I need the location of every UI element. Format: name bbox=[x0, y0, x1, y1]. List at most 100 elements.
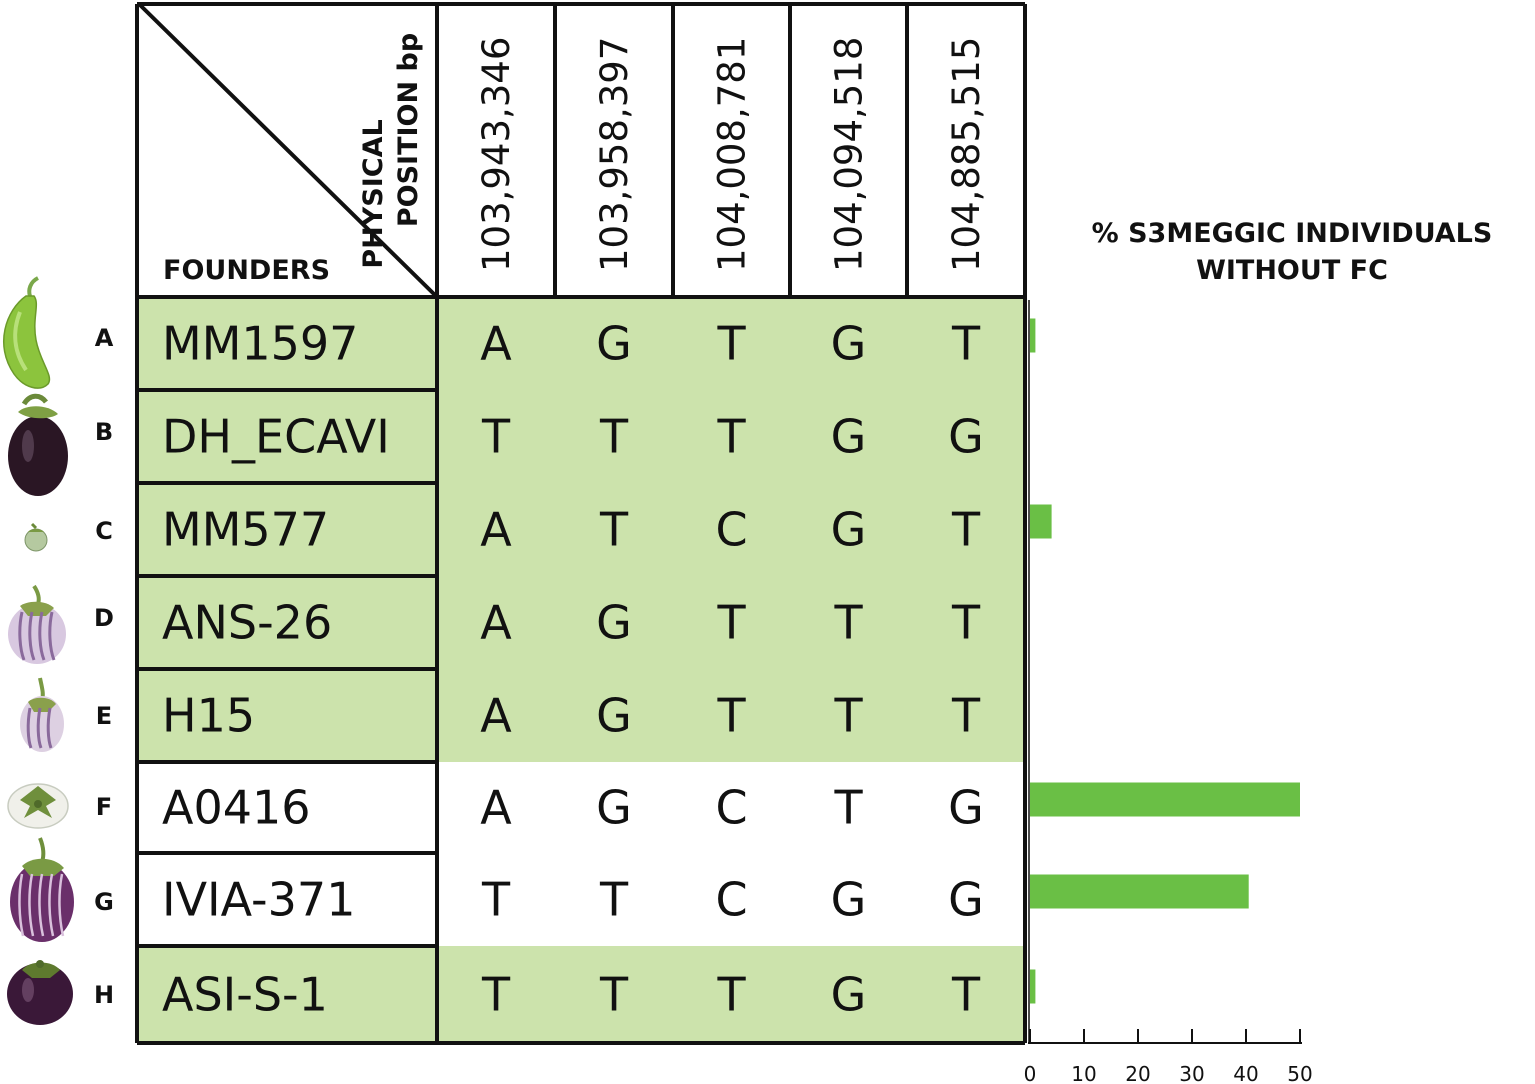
x-tick-label: 40 bbox=[1233, 1062, 1258, 1084]
allele-cell: G bbox=[948, 410, 984, 464]
founder-name: DH_ECAVI bbox=[162, 410, 390, 464]
allele-cell: G bbox=[948, 781, 984, 835]
bar-C bbox=[1030, 504, 1052, 539]
position-header: 104,885,515 bbox=[945, 37, 988, 272]
round-purple-eggplant-icon bbox=[7, 960, 73, 1025]
corner-diagonal bbox=[137, 2, 439, 299]
white-flat-eggplant-icon bbox=[7, 783, 69, 829]
striped-oval-eggplant-icon bbox=[20, 677, 64, 752]
allele-cell: T bbox=[716, 317, 746, 371]
allele-cell: C bbox=[715, 503, 747, 557]
founder-letter: C bbox=[95, 517, 113, 545]
founder-row-E: E H15 A G T T T bbox=[20, 677, 981, 752]
founder-name: MM577 bbox=[162, 503, 329, 557]
striped-purple-eggplant-icon bbox=[10, 837, 74, 942]
founder-letter: B bbox=[95, 418, 113, 446]
bar-H bbox=[1030, 969, 1036, 1004]
founder-name: H15 bbox=[162, 689, 255, 743]
founder-name: MM1597 bbox=[162, 317, 358, 371]
table-grid bbox=[135, 2, 1027, 1045]
allele-cell: G bbox=[831, 873, 867, 927]
chart-title-line1: % S3MEGGIC INDIVIDUALS bbox=[1092, 218, 1493, 249]
green-elongated-eggplant-icon bbox=[3, 276, 51, 389]
allele-cell: G bbox=[948, 873, 984, 927]
x-tick-label: 30 bbox=[1179, 1062, 1204, 1084]
allele-cell: T bbox=[599, 968, 629, 1022]
founder-row-G: G IVIA-371 T T C G G bbox=[10, 837, 984, 942]
dark-purple-eggplant-icon bbox=[8, 393, 68, 496]
x-tick-label: 0 bbox=[1024, 1062, 1037, 1084]
corner-header: PHYSICAL POSITION bp FOUNDERS bbox=[137, 2, 439, 299]
allele-cell: G bbox=[596, 596, 632, 650]
row-highlight-E bbox=[137, 669, 1025, 762]
allele-cell: G bbox=[831, 968, 867, 1022]
allele-cell: T bbox=[481, 873, 511, 927]
allele-cell: G bbox=[831, 317, 867, 371]
allele-cell: A bbox=[480, 596, 512, 650]
allele-cell: T bbox=[951, 968, 981, 1022]
row-highlight-H bbox=[137, 946, 1025, 1043]
founder-letter: H bbox=[94, 981, 114, 1009]
allele-cell: T bbox=[951, 689, 981, 743]
allele-cell: T bbox=[481, 410, 511, 464]
allele-cell: A bbox=[480, 781, 512, 835]
position-header: 104,008,781 bbox=[711, 37, 754, 272]
striped-round-eggplant-icon bbox=[8, 584, 66, 664]
chart-title-line2: WITHOUT FC bbox=[1196, 255, 1388, 286]
x-tick-label: 20 bbox=[1125, 1062, 1150, 1084]
row-highlight-A bbox=[137, 297, 1025, 390]
allele-cell: T bbox=[716, 968, 746, 1022]
founder-letter: E bbox=[96, 702, 112, 730]
founder-name: A0416 bbox=[162, 781, 311, 835]
allele-cell: G bbox=[596, 317, 632, 371]
allele-cell: A bbox=[480, 503, 512, 557]
row-highlight-B bbox=[137, 390, 1025, 483]
row-highlight-C bbox=[137, 483, 1025, 576]
allele-cell: T bbox=[951, 503, 981, 557]
small-green-fruit-icon bbox=[24, 522, 48, 552]
founder-letter: D bbox=[94, 604, 114, 632]
allele-cell: T bbox=[951, 317, 981, 371]
bars bbox=[1030, 318, 1300, 1004]
corner-title-line1: PHYSICAL bbox=[358, 119, 389, 268]
founder-name: IVIA-371 bbox=[162, 873, 355, 927]
bar-F bbox=[1030, 782, 1300, 817]
allele-cell: T bbox=[599, 503, 629, 557]
allele-cell: T bbox=[599, 410, 629, 464]
founder-letter: F bbox=[96, 793, 112, 821]
allele-cell: T bbox=[716, 596, 746, 650]
allele-cell: T bbox=[951, 596, 981, 650]
allele-cell: G bbox=[596, 689, 632, 743]
allele-cell: G bbox=[596, 781, 632, 835]
allele-cell: T bbox=[833, 596, 863, 650]
bar-A bbox=[1030, 318, 1036, 353]
position-header: 103,958,397 bbox=[593, 37, 636, 272]
allele-cell: T bbox=[716, 689, 746, 743]
corner-founders-label: FOUNDERS bbox=[163, 255, 330, 286]
founder-row-B: B DH_ECAVI T T T G G bbox=[8, 393, 984, 496]
x-tick-label: 50 bbox=[1287, 1062, 1312, 1084]
founder-letter: G bbox=[94, 888, 114, 916]
allele-cell: C bbox=[715, 873, 747, 927]
position-header: 104,094,518 bbox=[828, 37, 871, 272]
allele-cell: T bbox=[599, 873, 629, 927]
row-highlight-D bbox=[137, 576, 1025, 669]
allele-cell: T bbox=[833, 689, 863, 743]
allele-cell: A bbox=[480, 689, 512, 743]
founder-letter: A bbox=[95, 324, 114, 352]
allele-cell: G bbox=[831, 410, 867, 464]
allele-cell: T bbox=[833, 781, 863, 835]
founder-name: ASI-S-1 bbox=[162, 968, 328, 1022]
allele-cell: T bbox=[716, 410, 746, 464]
highlight-layer bbox=[137, 297, 1025, 1043]
